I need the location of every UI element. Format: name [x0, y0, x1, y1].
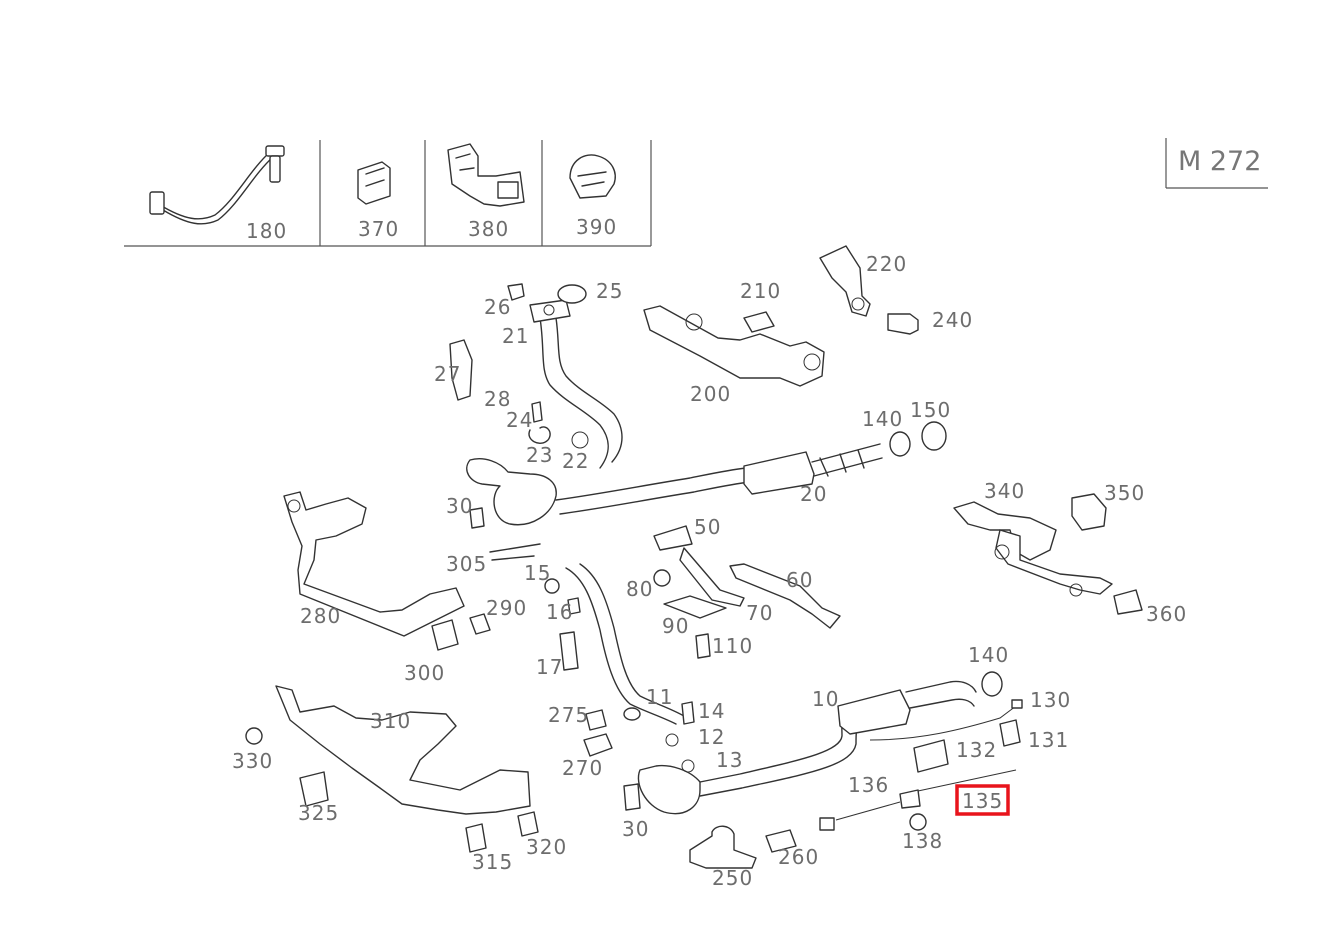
part-label-13[interactable]: 13 [716, 748, 743, 772]
part-label-280[interactable]: 280 [300, 604, 341, 628]
engine-code-box [1165, 138, 1268, 189]
part-label-60[interactable]: 60 [786, 568, 813, 592]
inset-panel [124, 140, 652, 247]
small-parts-drawing[interactable] [544, 578, 695, 773]
part-label-138[interactable]: 138 [902, 829, 943, 853]
part-label-150[interactable]: 150 [910, 398, 951, 422]
part-label-110[interactable]: 110 [712, 634, 753, 658]
holder-390-drawing[interactable] [569, 154, 616, 199]
part-label-26[interactable]: 26 [484, 295, 511, 319]
part-label-300[interactable]: 300 [404, 661, 445, 685]
right-bracket-drawing[interactable] [953, 493, 1143, 615]
part-label-330[interactable]: 330 [232, 749, 273, 773]
part-label-25[interactable]: 25 [596, 279, 623, 303]
part-label-240[interactable]: 240 [932, 308, 973, 332]
part-label-310[interactable]: 310 [370, 709, 411, 733]
part-label-70[interactable]: 70 [746, 601, 773, 625]
middle-brackets-drawing[interactable] [653, 525, 841, 659]
part-label-136[interactable]: 136 [848, 773, 889, 797]
part-label-130[interactable]: 130 [1030, 688, 1071, 712]
clip-370-drawing[interactable] [357, 161, 391, 205]
part-label-17[interactable]: 17 [536, 655, 563, 679]
oxygen-sensor-drawing[interactable] [149, 145, 285, 225]
part-label-275[interactable]: 275 [548, 703, 589, 727]
part-label-50[interactable]: 50 [694, 515, 721, 539]
part-label-320[interactable]: 320 [526, 835, 567, 859]
part-label-260[interactable]: 260 [778, 845, 819, 869]
part-label-290[interactable]: 290 [486, 596, 527, 620]
part-label-270[interactable]: 270 [562, 756, 603, 780]
part-label-325[interactable]: 325 [298, 801, 339, 825]
main-exhaust-pipe-drawing[interactable] [466, 421, 947, 526]
part-label-12[interactable]: 12 [698, 725, 725, 749]
part-label-24[interactable]: 24 [506, 408, 533, 432]
part-label-28[interactable]: 28 [484, 387, 511, 411]
sensor-cables-drawing[interactable] [819, 699, 1023, 831]
part-label-200[interactable]: 200 [690, 382, 731, 406]
highlighted-part-box [955, 784, 1010, 816]
part-label-131[interactable]: 131 [1028, 728, 1069, 752]
inset-part-label-370[interactable]: 370 [358, 217, 399, 241]
part-label-132[interactable]: 132 [956, 738, 997, 762]
part-label-350[interactable]: 350 [1104, 481, 1145, 505]
part-label-220[interactable]: 220 [866, 252, 907, 276]
part-label-16[interactable]: 16 [546, 600, 573, 624]
part-label-23[interactable]: 23 [526, 443, 553, 467]
part-label-20[interactable]: 20 [800, 482, 827, 506]
part-label-14[interactable]: 14 [698, 699, 725, 723]
lower-left-bracket-drawing[interactable] [245, 685, 539, 853]
part-label-11[interactable]: 11 [646, 685, 673, 709]
part-label-210[interactable]: 210 [740, 279, 781, 303]
part-label-30[interactable]: 30 [446, 494, 473, 518]
part-label-27[interactable]: 27 [434, 362, 461, 386]
part-label-140[interactable]: 140 [862, 407, 903, 431]
upper-bracket-drawing[interactable] [643, 245, 919, 387]
part-label-360[interactable]: 360 [1146, 602, 1187, 626]
rear-pipe-drawing[interactable] [565, 563, 1003, 869]
part-label-340[interactable]: 340 [984, 479, 1025, 503]
inset-part-label-390[interactable]: 390 [576, 215, 617, 239]
part-label-22[interactable]: 22 [562, 449, 589, 473]
part-label-80[interactable]: 80 [626, 577, 653, 601]
part-label-305[interactable]: 305 [446, 552, 487, 576]
part-label-315[interactable]: 315 [472, 850, 513, 874]
part-label-140[interactable]: 140 [968, 643, 1009, 667]
engine-code-label: M 272 [1178, 146, 1261, 177]
left-bracket-drawing[interactable] [283, 491, 541, 651]
bracket-380-drawing[interactable] [447, 143, 525, 207]
part-label-15[interactable]: 15 [524, 561, 551, 585]
part-label-90[interactable]: 90 [662, 614, 689, 638]
inset-part-label-380[interactable]: 380 [468, 217, 509, 241]
highlighted-part-label[interactable]: 135 [962, 789, 1003, 813]
part-label-250[interactable]: 250 [712, 866, 753, 890]
part-label-21[interactable]: 21 [502, 324, 529, 348]
inset-part-label-180[interactable]: 180 [246, 219, 287, 243]
front-pipe-drawing[interactable] [449, 283, 623, 469]
part-label-30[interactable]: 30 [622, 817, 649, 841]
part-label-10[interactable]: 10 [812, 687, 839, 711]
